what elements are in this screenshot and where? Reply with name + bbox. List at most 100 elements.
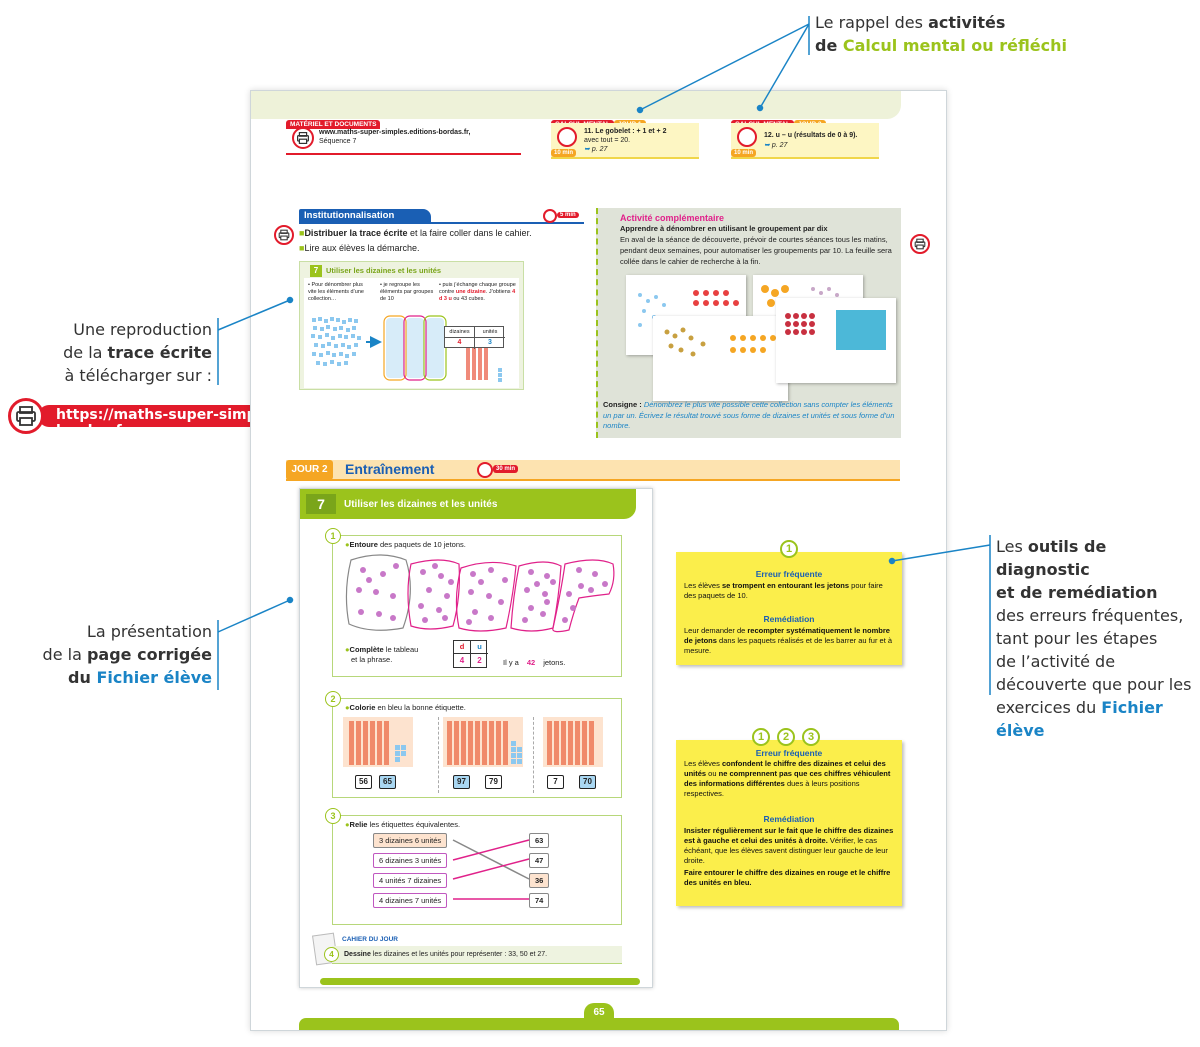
label-70[interactable]: 70 — [579, 775, 596, 789]
ann-bold: du — [68, 668, 97, 687]
remediation-heading: Remédiation — [763, 614, 815, 624]
jour2-label: JOUR 2 — [286, 460, 333, 480]
diag-text: dues à leurs positions respectives. — [684, 779, 860, 798]
phrase: jetons. — [543, 658, 566, 667]
ann-text: de l’activité de — [996, 652, 1116, 671]
exercise-number-badge: 2 — [777, 728, 795, 746]
exercise-number-badge: 1 — [752, 728, 770, 746]
materiel-tab: MATÉRIEL ET DOCUMENTS — [286, 120, 381, 129]
diag-text: ou — [706, 769, 719, 778]
page-footer — [299, 1018, 899, 1030]
calcul-ref: p. 27 — [591, 146, 608, 153]
label-97[interactable]: 97 — [453, 775, 470, 789]
institution-line2: Lire aux élèves la démarche. — [304, 243, 420, 253]
ex-instr: en bleu la bonne étiquette. — [375, 703, 466, 712]
td-u: 2 — [477, 656, 482, 665]
th-u: u — [471, 641, 488, 654]
label-7[interactable]: 7 — [547, 775, 564, 789]
trace-col3: ou 43 cubes. — [451, 296, 485, 302]
diag-bold: Faire entourer le chiffre des dizaines e… — [684, 868, 891, 887]
calcul-jour1-block: CALCUL MENTALJOUR 1 10 min 11. Le gobele… — [551, 113, 699, 161]
link-label-right[interactable]: 63 — [529, 833, 550, 848]
page-number: 65 — [584, 1003, 614, 1023]
ann-text: de la — [63, 343, 108, 362]
link-label-right[interactable]: 36 — [529, 873, 550, 888]
ann-text: découverte que pour les — [996, 675, 1192, 694]
ann-text: de la — [42, 645, 87, 664]
ann-text: Une reproduction — [73, 320, 212, 339]
printer-icon — [8, 398, 44, 434]
link-label-left[interactable]: 4 unités 7 dizaines — [373, 873, 448, 888]
trace-col3-red: une dizaine — [455, 289, 486, 295]
td-dizaines: 4 — [445, 338, 475, 349]
diag-bold: confondent le chiffre des dizaines et ce… — [684, 759, 886, 778]
ann-bold: page corrigée — [86, 645, 212, 664]
ann-bold: trace écrite — [107, 343, 212, 362]
td-unites: 3 — [488, 339, 492, 346]
activite-complementaire: Activité complémentaire Apprendre à déno… — [596, 208, 901, 438]
ex-instr-bold: Relie — [349, 820, 368, 829]
calcul-text: 11. Le gobelet : + 1 et + 2 — [584, 128, 667, 135]
link-label-left[interactable]: 3 dizaines 6 unités — [373, 833, 448, 848]
link-label-left[interactable]: 4 dizaines 7 unités — [373, 893, 448, 908]
exercise-3: 3 ●Relie les étiquettes équivalentes. 3 … — [325, 808, 622, 925]
td-d: 4 — [454, 654, 471, 668]
diag-text: pour faire des paquets de 10. — [684, 581, 883, 600]
trace-title: Utiliser les dizaines et les unités — [326, 266, 442, 275]
label-79[interactable]: 79 — [485, 775, 502, 789]
ann-text: tant pour les étapes — [996, 629, 1158, 648]
label-56[interactable]: 56 — [355, 775, 372, 789]
erreur-heading: Erreur fréquente — [755, 748, 823, 758]
erreur-heading: Erreur fréquente — [755, 569, 823, 579]
duration-badge: 10 min — [731, 149, 757, 157]
trace-col3-red: 4 d 3 u — [439, 289, 516, 302]
trace-col3: . J’obtiens — [485, 289, 513, 295]
ann-bold: outils de diagnostic — [996, 537, 1107, 579]
arrow-icon: ➥ — [584, 146, 592, 153]
cahier-text: les dizaines et les unités pour représen… — [370, 951, 548, 958]
link-label-left[interactable]: 6 dizaines 3 unités — [373, 853, 448, 868]
stopwatch-icon — [737, 127, 757, 147]
cahier-bold: Dessine — [344, 951, 371, 958]
label-65[interactable]: 65 — [379, 775, 396, 789]
ann-text: Le rappel des — [815, 13, 929, 32]
ex-instr: les étiquettes équivalentes. — [367, 820, 461, 829]
diag-bold: se trompent en entourant les jetons — [721, 581, 850, 590]
diag-text: Vérifier, le cas échéant, que les élèves… — [684, 836, 888, 865]
diagnostic-box-2: 1 2 3 Erreur fréquente Les élèves confon… — [676, 728, 902, 906]
materiel-url[interactable]: www.maths-super-simples.editions-bordas.… — [319, 129, 471, 136]
materiel-sequence: Séquence 7 — [319, 138, 357, 145]
stopwatch-icon — [557, 127, 577, 147]
institution-title: Institutionnalisation — [299, 209, 431, 223]
jour2-band: JOUR 2 Entraînement 30 min — [286, 460, 900, 481]
worksheet-thumb — [776, 298, 896, 383]
trace-ecrite-preview: 7 Utiliser les dizaines et les unités • … — [299, 261, 524, 390]
ann-blue: Fichier élève — [996, 698, 1163, 740]
printer-icon — [910, 234, 930, 254]
fiche-num: 7 — [306, 494, 336, 514]
ex-instr: le tableau — [383, 645, 419, 654]
link-label-right[interactable]: 74 — [529, 893, 550, 908]
link-lines — [452, 839, 530, 900]
ex-instr-bold: Colorie — [349, 703, 376, 712]
calcul-text: 12. u – u (résultats de 0 à 9). — [764, 132, 858, 139]
cubes-illustration — [343, 717, 603, 767]
cahier-du-jour: CAHIER DU JOUR 4 Dessine les dizaines et… — [310, 932, 622, 974]
exercise-number-badge: 3 — [802, 728, 820, 746]
trace-num: 7 — [310, 265, 322, 277]
link-label-right[interactable]: 47 — [529, 853, 550, 868]
calcul-ref: p. 27 — [771, 142, 788, 149]
cahier-label: CAHIER DU JOUR — [342, 936, 398, 943]
printer-icon — [274, 225, 294, 245]
consigne-label: Consigne : — [603, 400, 644, 409]
annotation-trace-ecrite: Une reproduction de la trace écrite à té… — [30, 318, 212, 387]
fichier-eleve-page: 7 Utiliser les dizaines et les unités 1 … — [299, 488, 653, 988]
th-d: d — [454, 641, 471, 654]
institution-line1-bold: Distribuer la trace écrite — [304, 228, 408, 238]
ann-green: Calcul mental ou réfléchi — [842, 36, 1068, 55]
diag-bold: recompter systématiquement le nombre de … — [684, 626, 890, 645]
calcul-text: avec tout = 20. — [584, 137, 631, 144]
ann-text: exercices du — [996, 698, 1102, 717]
cubes-illustration — [311, 315, 502, 382]
jetons-illustration — [345, 554, 615, 633]
